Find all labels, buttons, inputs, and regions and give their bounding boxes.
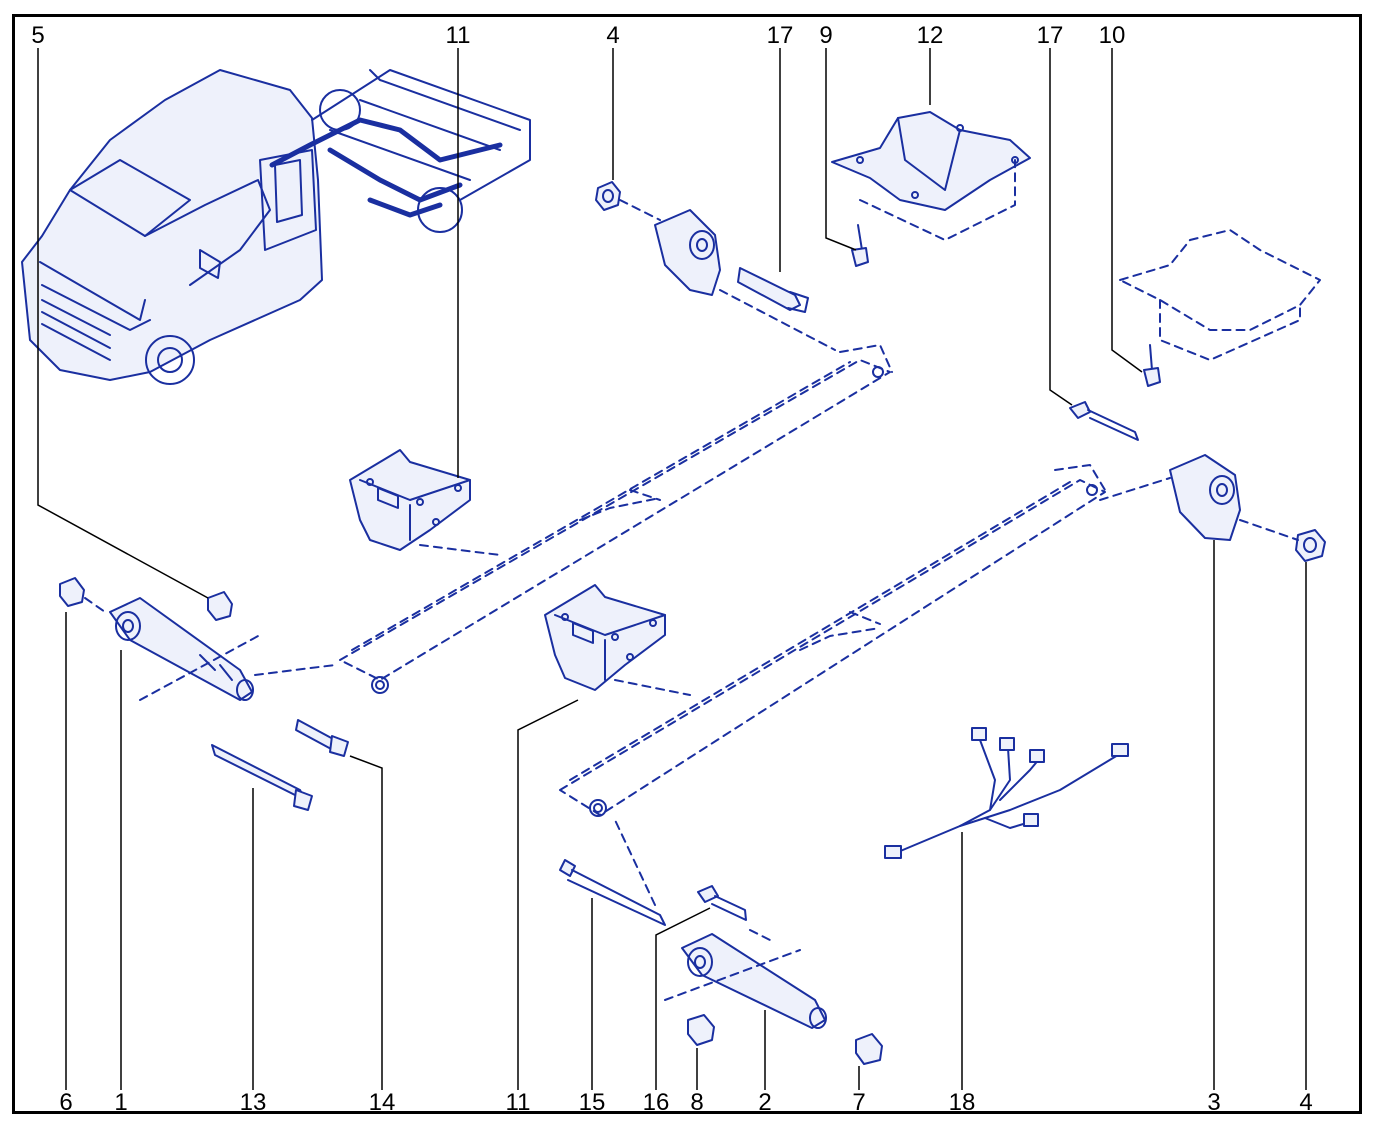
callout-17-top: 17 xyxy=(766,22,794,49)
callout-9: 9 xyxy=(819,22,833,49)
assembly-guides xyxy=(84,199,1299,1001)
callout-13: 13 xyxy=(239,1089,267,1116)
nut-8 xyxy=(687,1014,715,1046)
nut-6 xyxy=(59,577,85,607)
van-illustration xyxy=(21,69,531,385)
nut-5 xyxy=(207,591,233,621)
callout-17-right: 17 xyxy=(1036,22,1064,49)
bolt-16 xyxy=(697,885,747,921)
mount-12 xyxy=(831,111,1031,241)
shackle-upper xyxy=(654,209,809,313)
callout-8: 8 xyxy=(690,1089,704,1116)
shock-absorber-right xyxy=(681,933,827,1029)
leaf-spring-lower xyxy=(559,464,1106,816)
nut-7 xyxy=(855,1033,883,1065)
callout-6: 6 xyxy=(59,1089,73,1116)
callout-4-top: 4 xyxy=(606,22,620,49)
callout-16: 16 xyxy=(642,1089,670,1116)
callout-12: 12 xyxy=(916,22,944,49)
callout-3: 3 xyxy=(1207,1089,1221,1116)
callout-1: 1 xyxy=(114,1089,128,1116)
callout-7: 7 xyxy=(852,1089,866,1116)
shock-absorber-left xyxy=(109,597,254,701)
bolt-17-right xyxy=(1069,401,1139,441)
leader-lines xyxy=(37,48,1307,1090)
spring-bracket-upper xyxy=(349,449,471,551)
callout-10: 10 xyxy=(1098,22,1126,49)
spring-bracket-lower xyxy=(544,584,666,691)
bolt-13 xyxy=(211,744,313,811)
nut-4-top xyxy=(595,181,621,211)
leaf-spring-upper xyxy=(339,344,893,681)
callout-11-top: 11 xyxy=(445,22,471,49)
callout-15: 15 xyxy=(578,1089,606,1116)
callout-11-bottom: 11 xyxy=(505,1089,531,1116)
bolt-10 xyxy=(1143,344,1161,387)
wiring-harness xyxy=(884,727,1129,859)
bolt-14 xyxy=(295,719,349,757)
bolt-15 xyxy=(559,859,666,926)
callout-14: 14 xyxy=(368,1089,396,1116)
mount-10 xyxy=(1119,229,1321,361)
callout-2: 2 xyxy=(758,1089,772,1116)
bolt-9 xyxy=(851,224,869,267)
callout-4-bottom: 4 xyxy=(1299,1089,1313,1116)
callout-18: 18 xyxy=(948,1089,976,1116)
shackle-lower-right xyxy=(1169,454,1241,541)
callout-5: 5 xyxy=(31,22,45,49)
nut-4-right xyxy=(1295,529,1326,562)
